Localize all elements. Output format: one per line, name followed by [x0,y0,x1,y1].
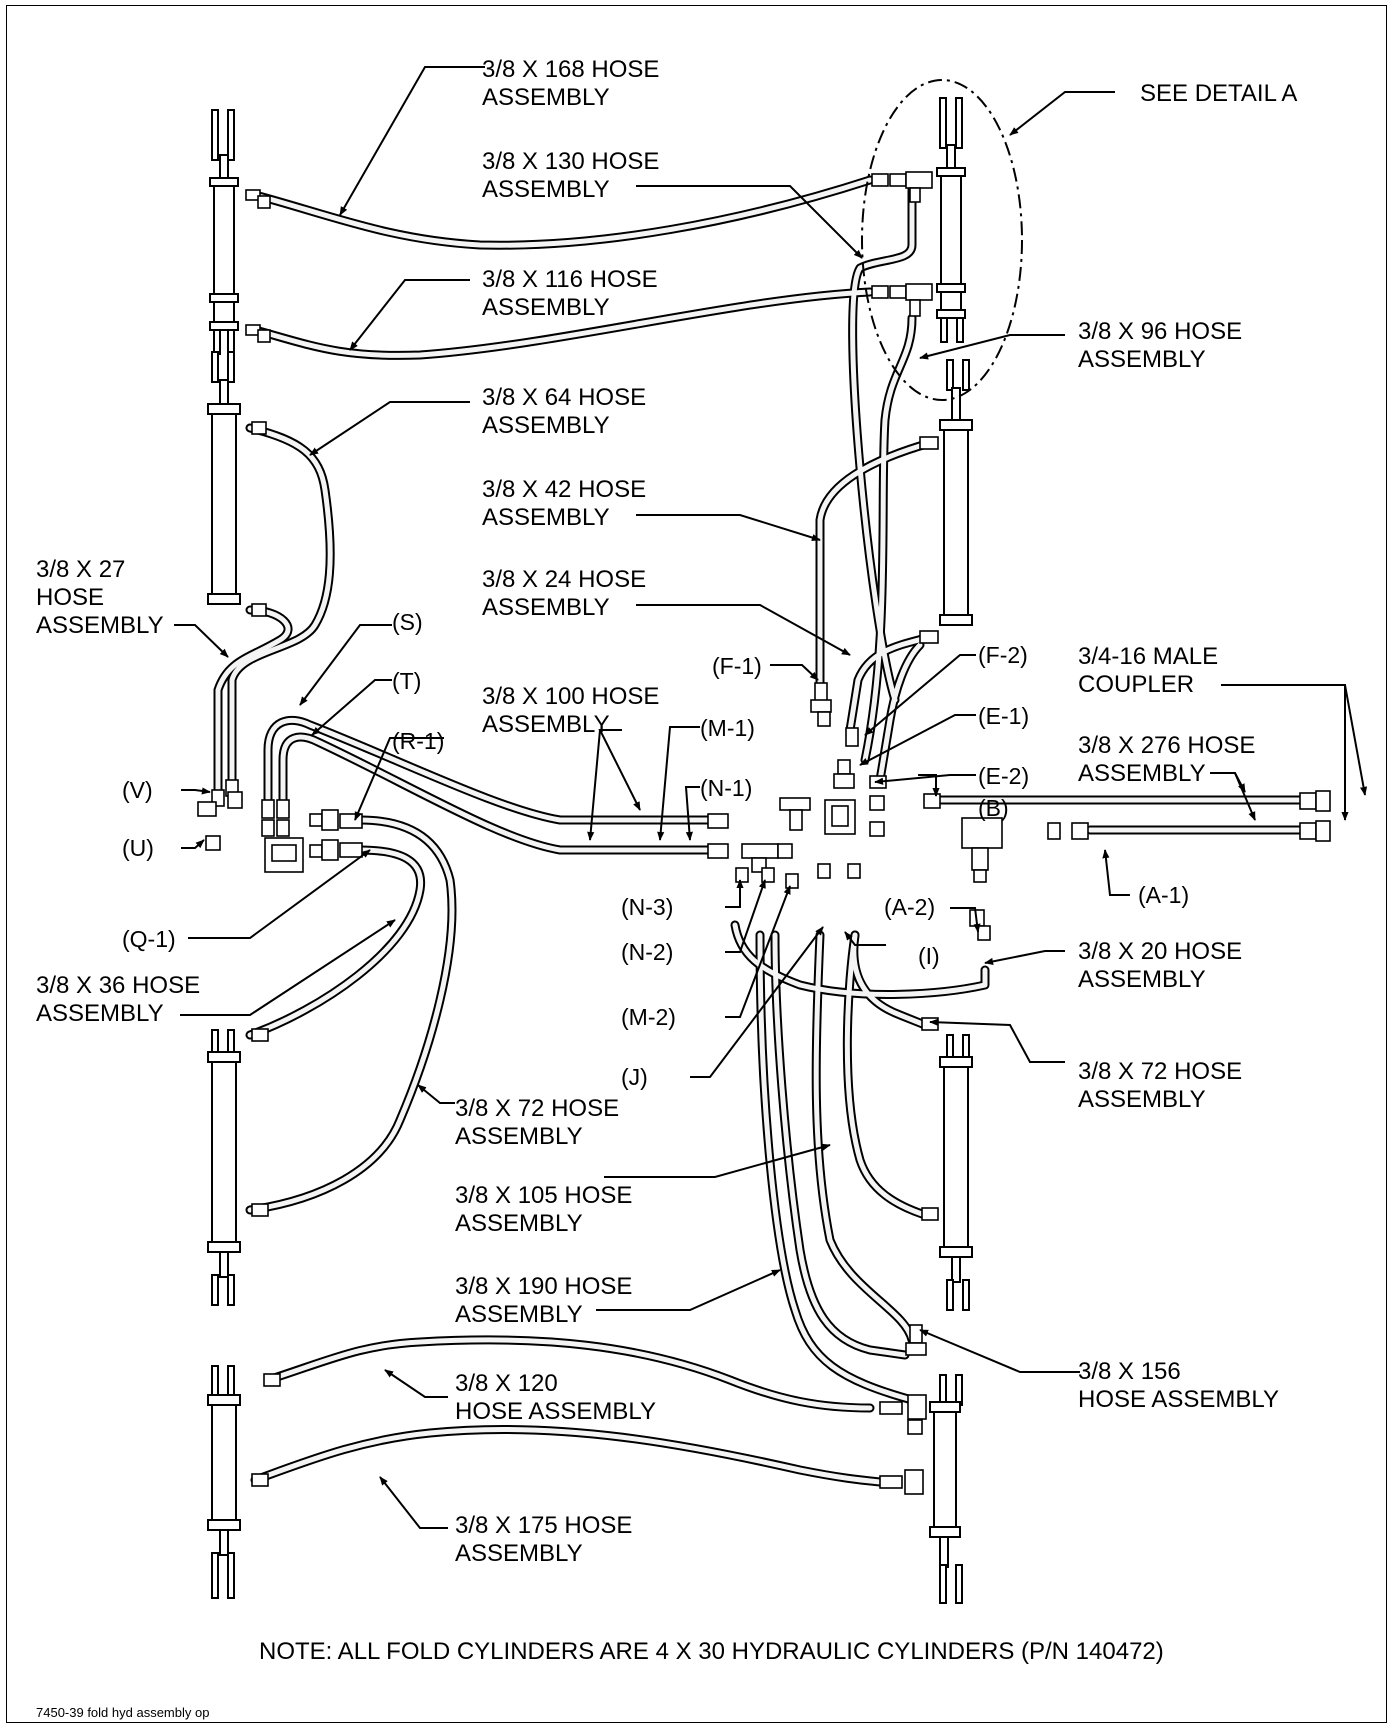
cylinder-right-upper [939,359,973,626]
label-hose-175: 3/8 X 175 HOSE ASSEMBLY [455,1512,633,1567]
cylinder-left-lower [207,1029,241,1306]
callout-m2: (M-2) [621,1004,676,1030]
drawing-border [6,5,1387,1723]
label-hose-64: 3/8 X 64 HOSE ASSEMBLY [482,384,647,439]
label-hose-105: 3/8 X 105 HOSE ASSEMBLY [455,1182,633,1237]
label-hose-190: 3/8 X 190 HOSE ASSEMBLY [455,1273,633,1328]
cylinder-group [207,97,973,1604]
label-hose-116: 3/8 X 116 HOSE ASSEMBLY [482,266,658,321]
label-hose-72-left: 3/8 X 72 HOSE ASSEMBLY [455,1095,620,1150]
callout-r1: (R-1) [392,728,445,754]
footnote: NOTE: ALL FOLD CYLINDERS ARE 4 X 30 HYDR… [259,1638,1164,1665]
callout-a1: (A-1) [1138,882,1190,908]
callout-b: (B) [978,795,1009,821]
callout-n3: (N-3) [621,894,674,920]
figure-id: 7450-39 fold hyd assembly op [36,1705,210,1720]
label-hose-20: 3/8 X 20 HOSE ASSEMBLY [1078,938,1243,993]
cylinder-bottom-right [929,1374,963,1604]
callout-n2: (N-2) [621,939,674,965]
callout-f2: (F-2) [978,642,1028,668]
cylinder-right-lower [939,1034,973,1311]
fitting-group [197,171,1331,1495]
callout-v: (V) [122,777,153,803]
leader-group [174,66,1368,1529]
callout-i: (I) [918,943,940,969]
label-hose-24: 3/8 X 24 HOSE ASSEMBLY [482,566,647,621]
callout-a2: (A-2) [884,894,936,920]
hose-group [213,175,1325,1487]
label-hose-42: 3/8 X 42 HOSE ASSEMBLY [482,476,647,531]
cylinder-top-right [936,97,966,343]
label-hose-120: 3/8 X 120 HOSE ASSEMBLY [455,1370,656,1425]
cylinder-left-upper [207,351,241,605]
label-hose-96: 3/8 X 96 HOSE ASSEMBLY [1078,318,1243,373]
cylinder-top-left [209,109,239,355]
label-hose-36: 3/8 X 36 HOSE ASSEMBLY [36,972,201,1027]
label-hose-72-right: 3/8 X 72 HOSE ASSEMBLY [1078,1058,1243,1113]
label-hose-100: 3/8 X 100 HOSE ASSEMBLY [482,683,660,738]
callout-q1: (Q-1) [122,926,176,952]
label-see-detail-a: SEE DETAIL A [1140,80,1298,107]
label-hose-276: 3/8 X 276 HOSE ASSEMBLY [1078,732,1256,787]
label-hose-156: 3/8 X 156 HOSE ASSEMBLY [1078,1358,1279,1413]
label-hose-27: 3/8 X 27 HOSE ASSEMBLY [36,556,164,639]
cylinder-bottom-left [207,1365,241,1599]
detail-a-circle [861,79,1023,401]
callout-m1: (M-1) [700,715,755,741]
label-male-coupler: 3/4-16 MALE COUPLER [1078,643,1219,698]
callout-n1: (N-1) [700,775,753,801]
label-hose-130: 3/8 X 130 HOSE ASSEMBLY [482,148,660,203]
callout-e1: (E-1) [978,703,1030,729]
callout-j: (J) [621,1064,648,1090]
callout-t: (T) [392,668,422,694]
callout-s: (S) [392,609,423,635]
callout-e2: (E-2) [978,763,1030,789]
label-hose-168: 3/8 X 168 HOSE ASSEMBLY [482,56,660,111]
callout-u: (U) [122,835,154,861]
callout-f1: (F-1) [712,653,762,679]
